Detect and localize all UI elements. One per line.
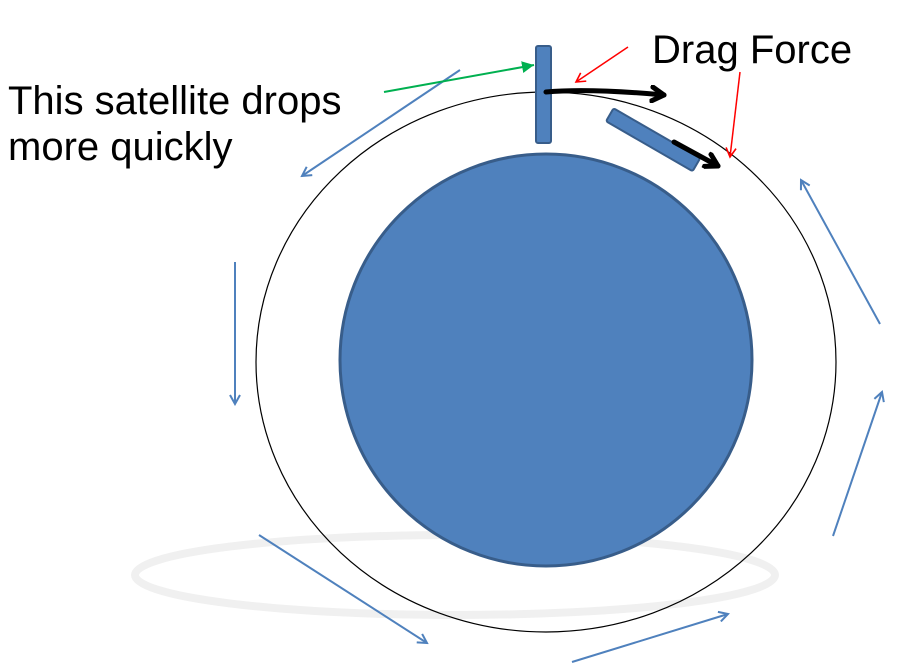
drag-arrow-tilted-satellite bbox=[671, 139, 721, 166]
drag-force-label: Drag Force bbox=[652, 28, 853, 72]
satellite-tilted bbox=[605, 108, 701, 172]
satellite-note-line-2: more quickly bbox=[8, 125, 233, 169]
planet bbox=[338, 152, 754, 568]
faint-ellipse-shadow bbox=[131, 531, 779, 619]
motion-arrow-right-upper bbox=[801, 180, 881, 325]
satellite-note-line-1: This satellite drops bbox=[8, 79, 342, 123]
motion-arrow-top-left bbox=[302, 69, 461, 176]
drag-arrow-upright-satellite bbox=[543, 91, 667, 95]
motion-arrow-bottom bbox=[571, 614, 728, 663]
drag-pointer-to-upright bbox=[574, 46, 629, 83]
satellite-upright bbox=[535, 45, 552, 144]
motion-arrow-bottom-left bbox=[258, 534, 427, 643]
drag-pointer-to-tilted bbox=[725, 71, 741, 159]
motion-arrow-right-lower bbox=[832, 392, 882, 537]
satellite-note: This satellite drops more quickly bbox=[8, 78, 341, 170]
satellite-note-pointer bbox=[383, 61, 535, 93]
